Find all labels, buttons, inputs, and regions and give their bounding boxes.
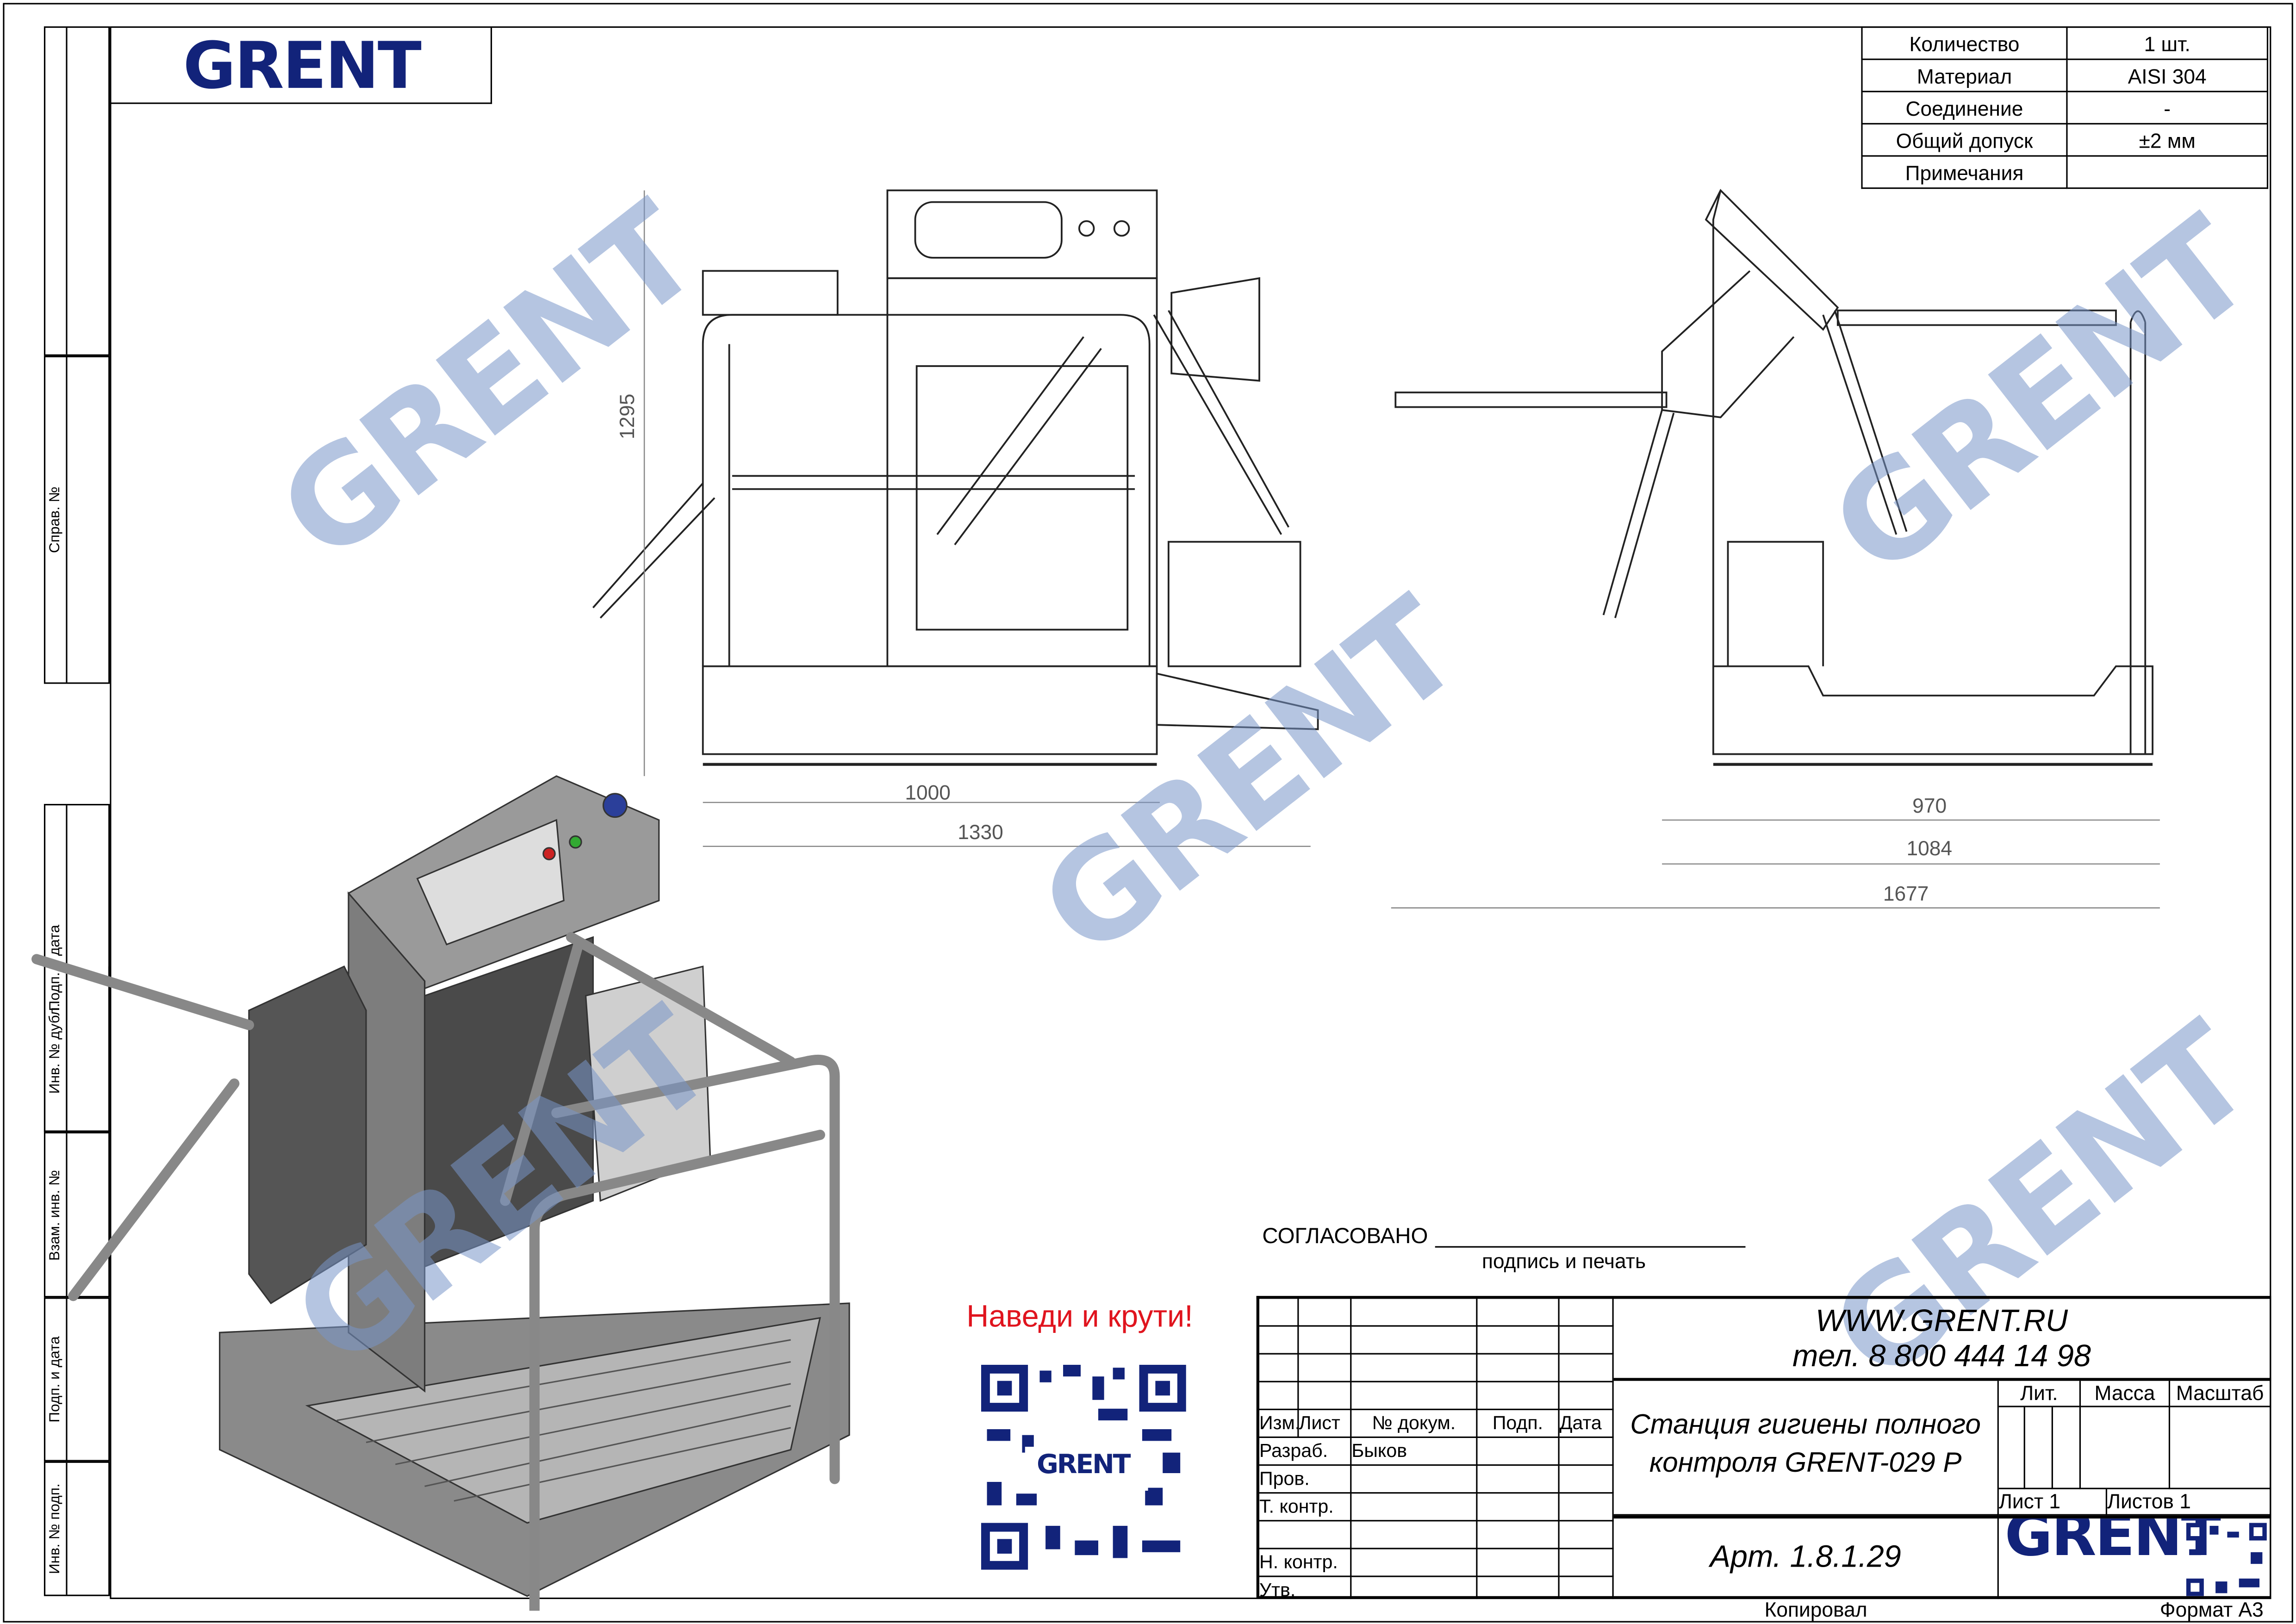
side-cell-empty [44, 26, 110, 356]
side-view-drawing [1391, 189, 2160, 908]
role-tech-control: Т. контр. [1259, 1493, 1352, 1522]
website-link[interactable]: WWW.GRENT.RU [1815, 1305, 2068, 1338]
side-cell-sprav: Справ. № [44, 355, 110, 684]
logo-cell: GRENT [1998, 1515, 2271, 1599]
sheets-total: Листов 1 [2107, 1489, 2271, 1516]
logo-box: GRENT [110, 26, 492, 104]
side-cell-inv: Инв. № подп. [44, 1461, 110, 1596]
prop-value: - [2066, 91, 2269, 124]
dim-depth-total: 1677 [1883, 881, 1929, 905]
dim-depth-mid: 1084 [1906, 836, 1953, 860]
prop-value: ±2 мм [2066, 123, 2269, 157]
dim-height: 1295 [615, 393, 639, 440]
prop-label: Общий допуск [1861, 123, 2068, 157]
role-developer: Разраб. [1259, 1438, 1352, 1466]
title-block: Изм. Лист № докум. Подп. Дата Разраб. Бы… [1256, 1296, 2271, 1599]
grent-logo: GRENT [183, 29, 422, 104]
mass-label: Масса [2081, 1381, 2171, 1407]
outer-border [3, 3, 2293, 1623]
prop-label: Примечания [1861, 155, 2068, 189]
qr-code-small-icon [2186, 1523, 2267, 1596]
title-line2: контроля GRENT-029 Р [1649, 1448, 1962, 1479]
format-label: Формат А3 [2159, 1597, 2264, 1621]
dim-depth-inner: 970 [1912, 793, 1947, 817]
qr-code-icon[interactable] [981, 1364, 1186, 1570]
inner-frame [110, 26, 2271, 1599]
qr-caption: Наведи и крути! [966, 1300, 1193, 1334]
copied-label: Копировал [1764, 1597, 1867, 1621]
header-izm: Изм. [1259, 1410, 1299, 1438]
dim-width-total: 1330 [958, 820, 1003, 844]
title-line1: Станция гигиены полного [1630, 1410, 1981, 1441]
lit-label: Лит. [1998, 1381, 2081, 1407]
header-list: Лист [1299, 1410, 1352, 1438]
header-doc: № докум. [1351, 1410, 1478, 1438]
header-date: Дата [1559, 1410, 1614, 1438]
scale-label: Масштаб [2170, 1381, 2271, 1407]
prop-value [2066, 155, 2269, 189]
isometric-render [31, 775, 850, 1611]
prop-value: 1 шт. [2066, 26, 2269, 60]
prop-label: Материал [1861, 58, 2068, 93]
header-sign: Подп. [1477, 1410, 1560, 1438]
prop-value: AISI 304 [2066, 58, 2269, 93]
phone-number: тел. 8 800 444 14 98 [1792, 1340, 2091, 1374]
side-label: Справ. № [47, 486, 64, 553]
product-title: Станция гигиены полного контроля GRENT-0… [1613, 1381, 1999, 1516]
approval-label: СОГЛАСОВАНО [1262, 1224, 1428, 1249]
approval-sublabel: подпись и печать [1481, 1249, 1646, 1273]
qr-logo-text: GRENT [1037, 1450, 1131, 1481]
role-approver: Утв. [1259, 1577, 1352, 1599]
dim-width-inner: 1000 [905, 780, 951, 804]
contact-cell: WWW.GRENT.RU тел. 8 800 444 14 98 [1613, 1299, 2271, 1381]
prop-label: Количество [1861, 26, 2068, 60]
front-view-drawing [592, 189, 1319, 847]
role-checker: Пров. [1259, 1466, 1352, 1494]
sheet-number: Лист 1 [1998, 1489, 2107, 1516]
table-row: Примечания [1861, 155, 2269, 189]
side-cell-dubl: Инв. № дубл. [44, 966, 110, 1132]
prop-label: Соединение [1861, 91, 2068, 124]
table-row: Общий допуск±2 мм [1861, 123, 2269, 157]
table-row: Соединение- [1861, 91, 2269, 124]
article-number: Арт. 1.8.1.29 [1613, 1515, 1999, 1599]
developer-name: Быков [1351, 1438, 1478, 1466]
role-norm-control: Н. контр. [1259, 1549, 1352, 1577]
grent-logo-small: GRENT [2004, 1515, 2221, 1570]
